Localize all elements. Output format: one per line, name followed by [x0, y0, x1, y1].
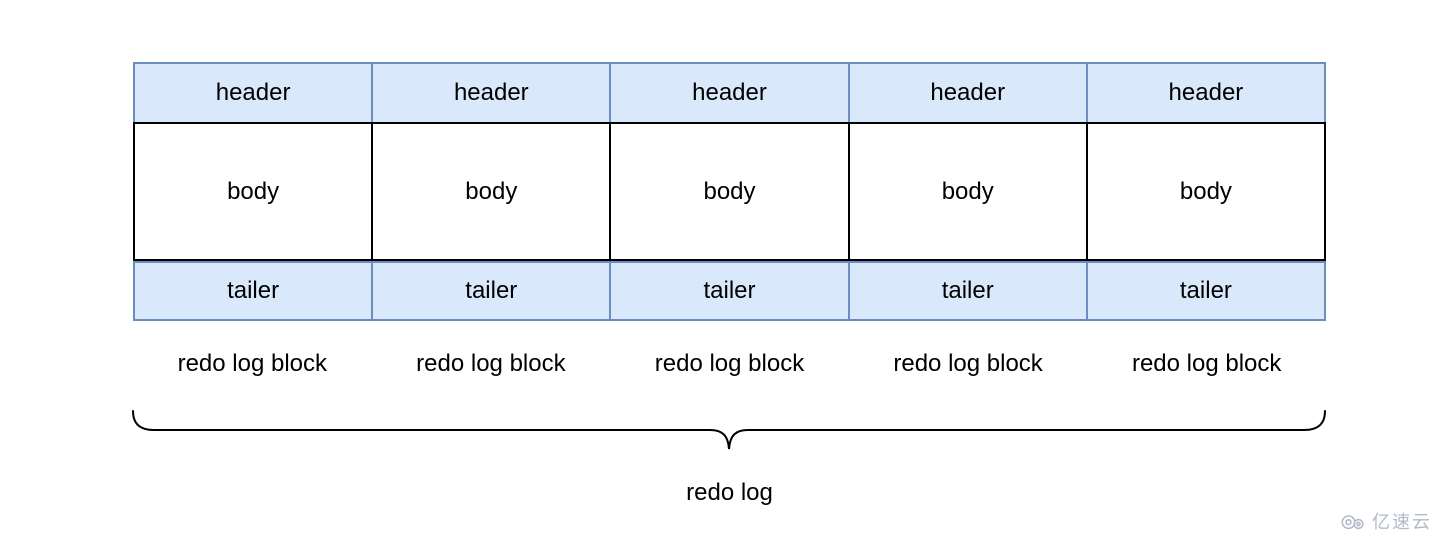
- tailer-cell: tailer: [1085, 261, 1327, 321]
- redo-log-table: header body tailer header body tailer he…: [133, 62, 1327, 321]
- body-cell: body: [371, 122, 612, 261]
- watermark-text: 亿速云: [1372, 512, 1432, 532]
- header-cell: header: [609, 62, 850, 122]
- redo-log-block-column: header body tailer: [847, 62, 1088, 321]
- header-cell: header: [371, 62, 612, 122]
- block-caption: redo log block: [893, 350, 1043, 377]
- body-cell: body: [609, 122, 850, 261]
- block-caption: redo log block: [177, 350, 328, 377]
- tailer-cell: tailer: [371, 261, 612, 321]
- block-caption: redo log block: [654, 350, 805, 377]
- header-cell: header: [847, 62, 1088, 122]
- redo-log-block-column: header body tailer: [1085, 62, 1327, 321]
- body-cell: body: [1085, 122, 1327, 261]
- header-cell: header: [1085, 62, 1327, 122]
- redo-log-label: redo log: [686, 479, 773, 506]
- watermark: 亿速云: [1339, 508, 1432, 534]
- redo-log-block-column: header body tailer: [609, 62, 850, 321]
- body-cell: body: [847, 122, 1088, 261]
- redo-log-block-column: header body tailer: [371, 62, 612, 321]
- tailer-cell: tailer: [133, 261, 374, 321]
- block-caption: redo log block: [416, 350, 566, 377]
- underbrace-icon: [132, 410, 1326, 450]
- tailer-cell: tailer: [847, 261, 1088, 321]
- cloud-icon: [1341, 515, 1364, 530]
- block-caption: redo log block: [1131, 350, 1282, 377]
- tailer-cell: tailer: [609, 261, 850, 321]
- block-captions-row: redo log block redo log block redo log b…: [133, 350, 1326, 378]
- header-cell: header: [133, 62, 374, 122]
- redo-log-block-column: header body tailer: [133, 62, 374, 321]
- body-cell: body: [133, 122, 374, 261]
